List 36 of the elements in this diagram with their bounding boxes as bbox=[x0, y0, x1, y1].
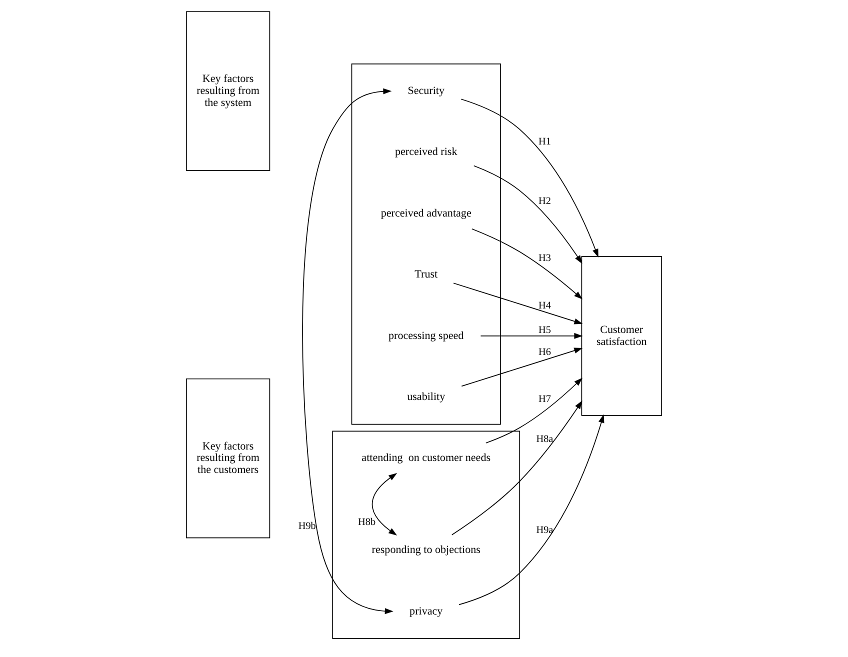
node-box: Key factors resulting from the customers bbox=[186, 378, 270, 538]
arrow bbox=[302, 88, 394, 614]
node-text: Trust bbox=[414, 268, 438, 281]
arrow bbox=[451, 400, 582, 536]
edge-label: H9a bbox=[536, 524, 554, 536]
node-text: attending on customer needs bbox=[362, 452, 491, 464]
arrow bbox=[460, 98, 598, 258]
edge-label: H2 bbox=[538, 196, 551, 207]
cluster bbox=[351, 63, 501, 425]
node-text: privacy bbox=[410, 605, 443, 618]
arrow bbox=[473, 165, 582, 264]
edge-label: H6 bbox=[538, 347, 551, 358]
edge-label: H5 bbox=[538, 325, 551, 336]
edge-label: H8a bbox=[536, 434, 554, 445]
edge-label: H8b bbox=[358, 516, 376, 528]
arrow bbox=[480, 332, 583, 339]
arrow bbox=[458, 414, 604, 606]
arrow bbox=[471, 228, 583, 300]
edge-label: H9b bbox=[298, 520, 316, 532]
arrow bbox=[453, 282, 583, 324]
node-text: perceived risk bbox=[394, 146, 458, 158]
node-text: Security bbox=[408, 85, 445, 98]
edge-label: H1 bbox=[538, 136, 551, 148]
edge-label: H4 bbox=[538, 300, 551, 312]
node-box: Customer satisfaction bbox=[581, 256, 662, 416]
node-text: responding to objections bbox=[372, 544, 480, 556]
cluster bbox=[332, 430, 520, 639]
node-text: perceived advantage bbox=[380, 207, 472, 220]
edge-label: H3 bbox=[538, 252, 551, 264]
edge-label: H7 bbox=[538, 394, 551, 405]
node-text: processing speed bbox=[388, 330, 464, 342]
arrow bbox=[461, 348, 583, 387]
node-box: Key factors resulting from the system bbox=[186, 11, 270, 172]
node-text: usability bbox=[407, 391, 446, 404]
arrow bbox=[372, 473, 398, 536]
arrow bbox=[486, 378, 583, 444]
